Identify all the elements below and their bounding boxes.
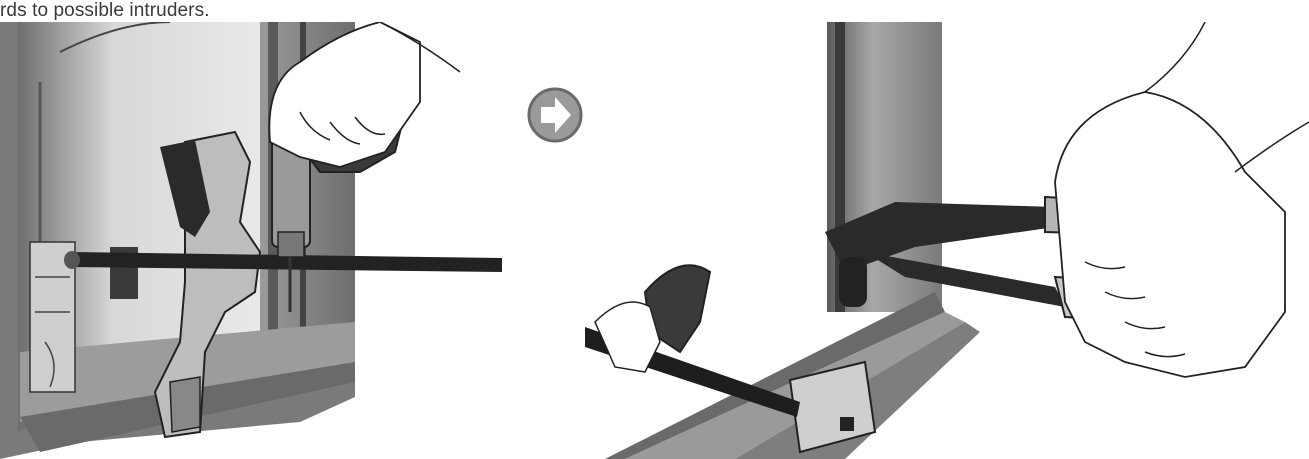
hammer-and-pliers-illustration <box>585 22 1309 459</box>
next-step-arrow-icon <box>525 85 585 145</box>
hand-icon <box>1055 22 1309 377</box>
caption-text: rds to possible intruders. <box>0 0 210 22</box>
drill-and-clamp-illustration <box>0 22 505 459</box>
hammer-icon <box>585 265 800 417</box>
